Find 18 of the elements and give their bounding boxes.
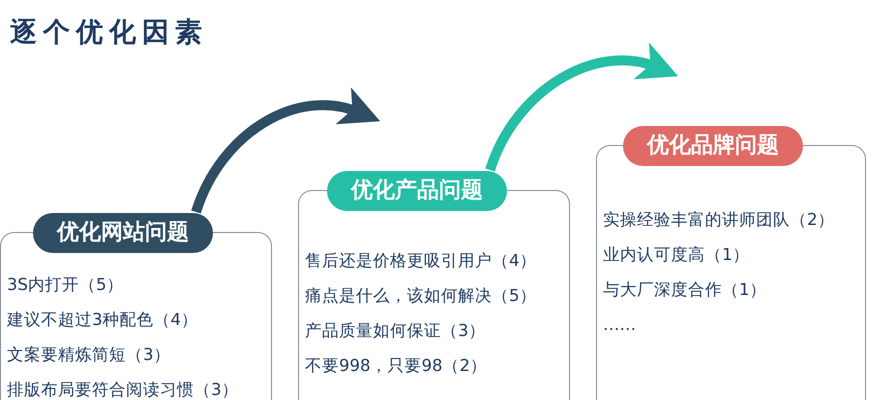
factor-text: 文案要精炼简短（3）: [7, 345, 172, 366]
factor-text: 排版布局要符合阅读习惯（3）: [7, 380, 238, 400]
factor-text: 痛点是什么，该如何解决（5）: [305, 286, 536, 307]
factor-text: 不要998，只要98（2）: [305, 356, 488, 377]
heading-pill: 优化网站问题: [33, 213, 213, 253]
curved-arrow: [485, 43, 679, 172]
heading-pill: 优化产品问题: [327, 171, 507, 211]
factor-text: ……: [603, 315, 637, 336]
heading-pill: 优化品牌问题: [623, 126, 803, 166]
title: 逐个优化因素: [10, 16, 208, 50]
factor-text: 业内认可度高（1）: [603, 245, 750, 266]
factor-text: 3S内打开（5）: [7, 275, 124, 296]
factor-text: 售后还是价格更吸引用户（4）: [305, 251, 536, 272]
curved-arrow: [191, 88, 381, 214]
factor-text: 实操经验丰富的讲师团队（2）: [603, 210, 834, 231]
factor-text: 建议不超过3种配色（4）: [7, 310, 199, 331]
factor-text: 与大厂深度合作（1）: [603, 280, 768, 301]
factor-text: 产品质量如何保证（3）: [305, 321, 486, 342]
